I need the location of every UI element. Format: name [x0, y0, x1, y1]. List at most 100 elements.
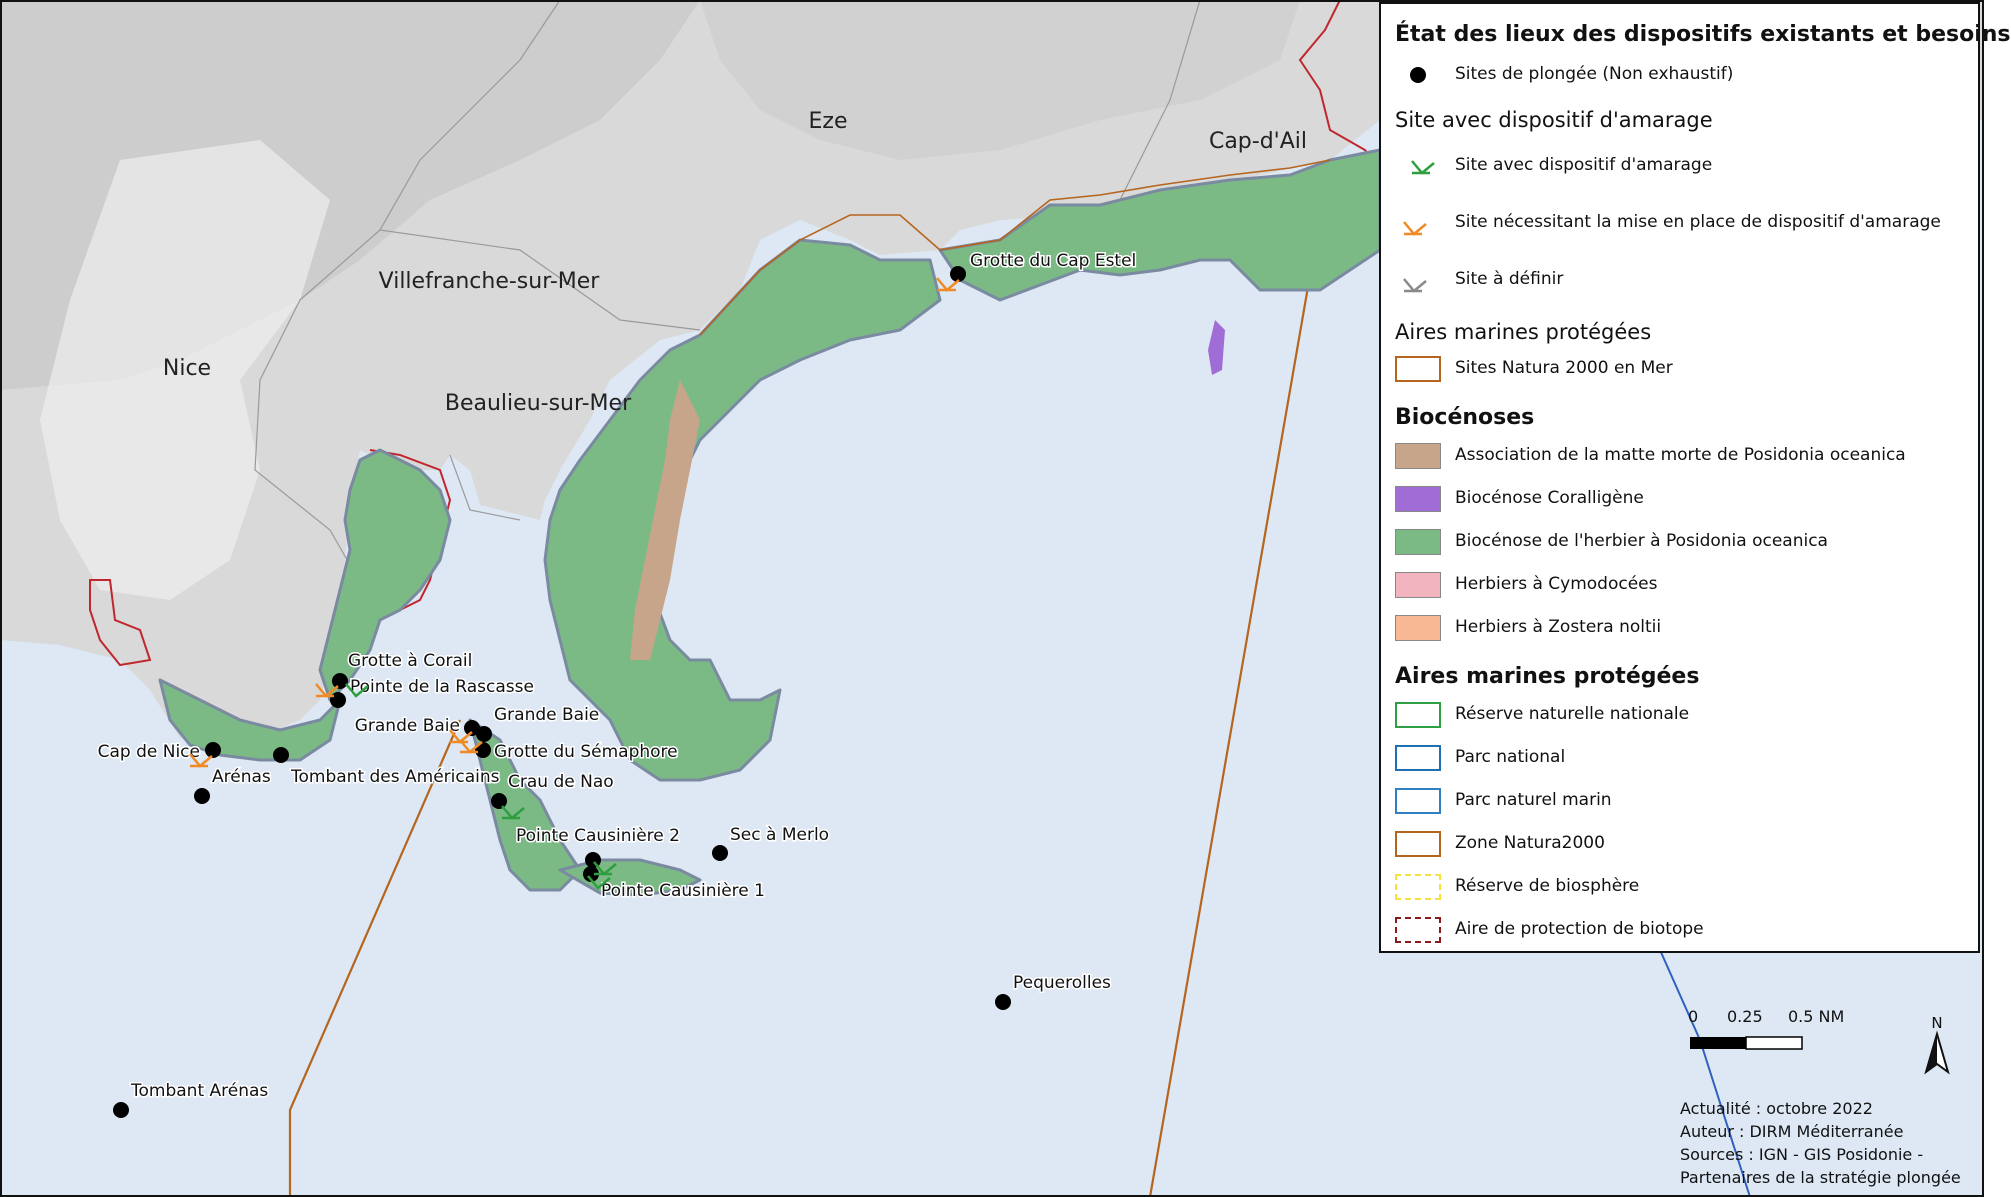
mooring-existing-icon: [587, 875, 611, 890]
legend-label: Site à définir: [1455, 269, 1564, 289]
dive-site-marker[interactable]: [205, 742, 221, 758]
dive-site-marker[interactable]: [332, 673, 348, 689]
mooring-tbd-icon: [1403, 278, 1427, 293]
dive-site-label: Pointe de la Rascasse: [350, 677, 534, 697]
natura2000-boundary: [288, 159, 1332, 1197]
dive-site-dot-icon: [1410, 67, 1426, 83]
dive-site-label: Grande Baie: [355, 716, 460, 736]
legend-label: Zone Natura2000: [1455, 833, 1605, 853]
dive-site-label: Pointe Causinière 1: [601, 881, 765, 901]
town-label: Cap-d'Ail: [1209, 129, 1307, 154]
dive-site-label: Sec à Merlo: [730, 825, 829, 845]
legend-section-header: Biocénoses: [1395, 405, 1535, 430]
rnn-swatch: [1395, 702, 1441, 728]
mooring-symbols: [189, 277, 960, 890]
legend-label: Biocénose Coralligène: [1455, 488, 1644, 508]
compass-icon: N: [1924, 1014, 1950, 1075]
mooring-needed-icon: [189, 753, 213, 768]
dive-site-label: Cap de Nice: [98, 742, 200, 762]
dive-site-label: Crau de Nao: [508, 772, 614, 792]
dive-site-marker[interactable]: [995, 994, 1011, 1010]
mooring-needed-icon: [936, 277, 960, 292]
north-arrow: N: [1912, 1012, 1962, 1084]
town-label: Villefranche-sur-Mer: [379, 269, 601, 294]
dive-site-marker[interactable]: [476, 726, 492, 742]
legend-item-bio-matte: Association de la matte morte de Posidon…: [1395, 441, 1975, 471]
port-nice-outline: [89, 579, 152, 667]
legend-item-mooring-needed: Site nécessitant la mise en place de dis…: [1395, 208, 1975, 238]
commune-boundaries: [254, 0, 1201, 601]
map-credits: Actualité : octobre 2022 Auteur : DIRM M…: [1680, 1097, 1961, 1189]
credit-sources: Sources : IGN - GIS Posidonie -: [1680, 1145, 1924, 1164]
pn-swatch: [1395, 745, 1441, 771]
mooring-existing-icon: [501, 805, 525, 820]
legend-item-amp-biotope: Aire de protection de biotope: [1395, 915, 1975, 945]
legend-item-natura-sea: Sites Natura 2000 en Mer: [1395, 354, 1975, 384]
dive-site-marker[interactable]: [113, 1102, 129, 1118]
relief-shading-3: [700, 0, 1300, 160]
dive-sites: Grotte du Cap Estel Grotte à Corail Poin…: [96, 250, 1138, 1118]
legend-item-mooring-tbd: Site à définir: [1395, 265, 1975, 295]
legend-section-header: Aires marines protégées: [1395, 320, 1652, 344]
biosphere-swatch: [1395, 874, 1441, 900]
dive-site-label: Grande Baie: [494, 705, 599, 725]
legend-label: Herbiers à Cymodocées: [1455, 574, 1658, 594]
town-label: Eze: [809, 109, 848, 134]
dive-site-marker[interactable]: [330, 692, 346, 708]
scale-bar: 0 0.25 0.5 NM: [1682, 1005, 1844, 1065]
legend-label: Parc naturel marin: [1455, 790, 1612, 810]
legend-label: Réserve naturelle nationale: [1455, 704, 1690, 724]
dive-site-label: Arénas: [212, 767, 271, 787]
legend-title: État des lieux des dispositifs existants…: [1395, 22, 2011, 47]
dive-site-label: Grotte du Cap Estel: [970, 251, 1136, 271]
dive-site-label: Grotte du Sémaphore: [494, 742, 678, 762]
dive-site-marker[interactable]: [464, 720, 480, 736]
mooring-existing-icon: [593, 861, 617, 876]
town-label: Nice: [163, 356, 211, 381]
legend-item-mooring-existing: Site avec dispositif d'amarage: [1395, 151, 1975, 181]
biotope-outline: [1298, 0, 1381, 171]
legend-section-header: Site avec dispositif d'amarage: [1395, 108, 1713, 132]
mooring-existing-icon: [345, 683, 369, 698]
legend-label: Herbiers à Zostera noltii: [1455, 617, 1662, 637]
legend-item-bio-herbier: Biocénose de l'herbier à Posidonia ocean…: [1395, 527, 1975, 557]
legend-label: Aire de protection de biotope: [1455, 919, 1704, 939]
legend-label: Réserve de biosphère: [1455, 876, 1640, 896]
dive-site-marker[interactable]: [273, 747, 289, 763]
natura-swatch: [1395, 831, 1441, 857]
natura-sea-swatch: [1395, 356, 1441, 382]
legend-item-amp-natura: Zone Natura2000: [1395, 829, 1975, 859]
legend-item-bio-zostera: Herbiers à Zostera noltii: [1395, 613, 1975, 643]
legend-panel: État des lieux des dispositifs existants…: [1379, 2, 2011, 953]
mooring-needed-icon: [449, 729, 473, 744]
mooring-needed-icon: [315, 683, 339, 698]
natura2000-coast-outline: [699, 159, 1331, 336]
credit-update: Actualité : octobre 2022: [1680, 1099, 1873, 1118]
matte-swatch: [1395, 443, 1441, 469]
dive-site-marker[interactable]: [950, 266, 966, 282]
posidonia-swatch: [1395, 529, 1441, 555]
dive-site-marker[interactable]: [491, 793, 507, 809]
dive-site-label: Pequerolles: [1013, 973, 1111, 993]
legend-item-amp-rnn: Réserve naturelle nationale: [1395, 700, 1975, 730]
coralligene-swatch: [1395, 486, 1441, 512]
legend-label: Biocénose de l'herbier à Posidonia ocean…: [1455, 531, 1828, 551]
legend-item-dive-sites: Sites de plongée (Non exhaustif): [1395, 60, 1975, 90]
scale-bar-graphic: 0 0.25 0.5 NM: [1688, 1007, 1844, 1050]
legend-label: Site avec dispositif d'amarage: [1455, 155, 1713, 175]
north-label: N: [1931, 1014, 1942, 1032]
dive-site-marker[interactable]: [712, 845, 728, 861]
matte-morte: [630, 380, 700, 660]
relief-shading-2: [40, 140, 330, 600]
legend-label: Site nécessitant la mise en place de dis…: [1455, 212, 1941, 232]
scale-tick-label: 0: [1688, 1007, 1698, 1026]
legend-label: Parc national: [1455, 747, 1566, 767]
legend-item-amp-biosphere: Réserve de biosphère: [1395, 872, 1975, 902]
dive-site-marker[interactable]: [194, 788, 210, 804]
dive-site-marker[interactable]: [583, 866, 599, 882]
mooring-existing-icon: [1411, 160, 1435, 175]
town-label: Beaulieu-sur-Mer: [445, 391, 632, 416]
scale-tick-label: 0.5 NM: [1788, 1007, 1844, 1026]
legend-label: Association de la matte morte de Posidon…: [1455, 445, 1906, 465]
